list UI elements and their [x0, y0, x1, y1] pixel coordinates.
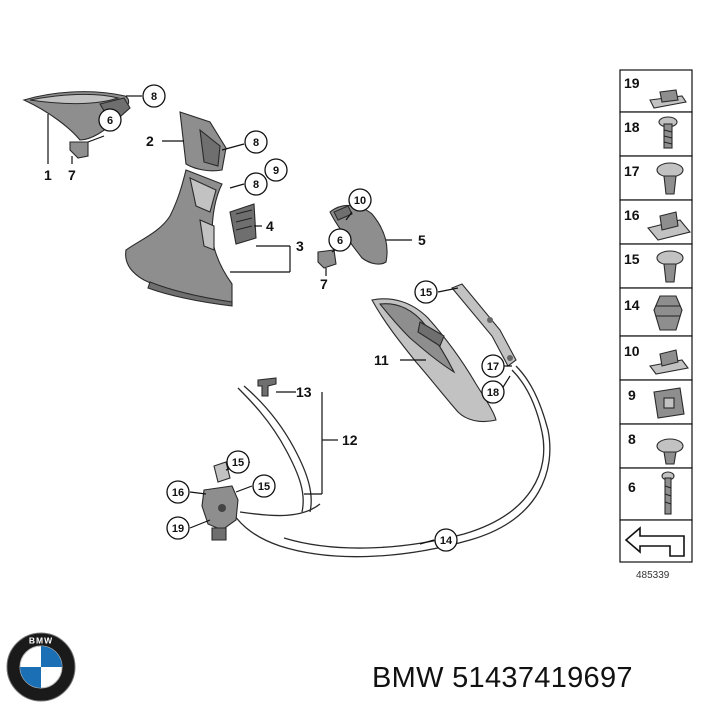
- callout-5: 5: [418, 232, 426, 248]
- cable-part-14: [229, 365, 551, 558]
- door-trim-part-11: [371, 298, 497, 423]
- screw-icon: [658, 116, 678, 149]
- legend-number-9: 9: [628, 387, 636, 403]
- legend-number-8: 8: [628, 431, 636, 447]
- callout-4: 4: [266, 218, 274, 234]
- callout-7-lower: 7: [320, 276, 328, 292]
- callout-6-b: 6: [337, 235, 343, 247]
- callout-1: 1: [44, 167, 52, 183]
- callout-11: 11: [374, 352, 389, 368]
- vent-grille-part-4: [229, 203, 257, 245]
- callout-circles: [98, 84, 505, 552]
- callout-12: 12: [342, 432, 358, 448]
- bmw-logo: BMW: [6, 632, 76, 702]
- legend-cell-18: [619, 111, 693, 157]
- expanding-rivet-icon: [656, 250, 684, 283]
- legend-cell-direction: [619, 519, 693, 563]
- expanding-rivet-icon: [656, 438, 684, 465]
- callout-16: 16: [172, 487, 184, 499]
- callout-8-a: 8: [151, 91, 157, 103]
- pillar-trim-part-3: [125, 169, 233, 307]
- legend-cell-15: [619, 243, 693, 289]
- callout-7-upper: 7: [68, 167, 76, 183]
- release-mechanism: [201, 461, 239, 541]
- callout-2: 2: [146, 133, 154, 149]
- callout-8-b: 8: [253, 137, 259, 149]
- callout-8-c: 8: [253, 179, 259, 191]
- bowden-cable-part-12: [237, 385, 321, 517]
- bracket-part-7-lower: [317, 249, 337, 269]
- callout-18: 18: [487, 387, 499, 399]
- callout-10: 10: [354, 195, 366, 207]
- part-number-caption: BMW 51437419697: [372, 662, 633, 694]
- leader-lines: [47, 95, 512, 545]
- legend-number-14: 14: [624, 297, 640, 313]
- sheet-clip-icon: [647, 211, 691, 241]
- callout-15-a: 15: [420, 287, 432, 299]
- screw-icon: [661, 471, 675, 515]
- direction-arrow-icon: [624, 526, 685, 557]
- cable-part-14-inner: [283, 369, 545, 549]
- legend-number-6: 6: [628, 479, 636, 495]
- svg-text:BMW: BMW: [29, 636, 53, 646]
- callout-19: 19: [172, 523, 184, 535]
- bracket-part-7-upper: [69, 141, 89, 159]
- clip-nut-icon: [649, 89, 687, 109]
- legend-number-10: 10: [624, 343, 640, 359]
- trim-piece-part-5: [329, 204, 388, 265]
- spring-clip-icon: [653, 295, 683, 331]
- legend-number-19: 19: [624, 75, 640, 91]
- callout-6-a: 6: [107, 115, 113, 127]
- legend-number-15: 15: [624, 251, 640, 267]
- lever-part-13: [257, 377, 277, 397]
- legend-number-16: 16: [624, 207, 640, 223]
- callout-13: 13: [296, 384, 312, 400]
- fastener-legend: 19 18 17 16 15 14 10 9 8 6: [619, 69, 693, 581]
- legend-number-17: 17: [624, 163, 640, 179]
- pillar-trim-part-2: [179, 111, 227, 172]
- legend-number-18: 18: [624, 119, 640, 135]
- callout-3: 3: [296, 238, 304, 254]
- callout-15-b: 15: [232, 457, 244, 469]
- image-number: 485339: [636, 570, 670, 581]
- callout-15-c: 15: [258, 481, 270, 493]
- rail-part-15: [451, 283, 517, 367]
- clip-icon: [653, 387, 685, 419]
- callout-14: 14: [440, 535, 453, 547]
- callout-9: 9: [273, 165, 279, 177]
- callout-17: 17: [487, 361, 499, 373]
- clip-nut-icon: [649, 349, 689, 375]
- expanding-rivet-icon: [656, 162, 684, 195]
